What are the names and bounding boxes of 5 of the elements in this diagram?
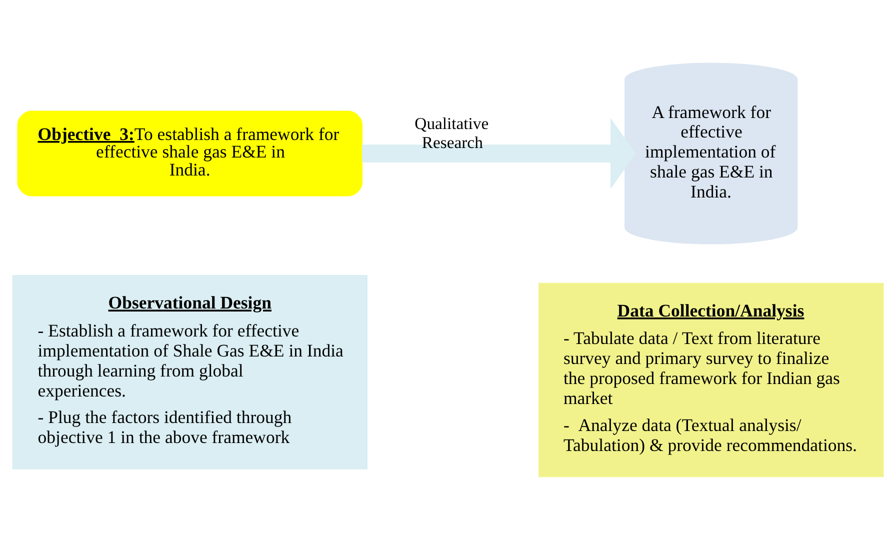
edge-label: Qualitative Research	[414, 114, 489, 152]
node-box: Observational Design - Establish a framework for effective implementation of Shale Gas E&E in India through learning from global experiences. - Plug the factors identified through objective 1 in the above framework	[12, 274, 368, 469]
node-box: Data Collection/Analysis - Tabulate data / Text from literature survey and primary survey to finalize the proposed framework for Indian gas market - Analyze data (Textual analysis/ Tabulation) & provide recommendations.	[538, 282, 884, 477]
arrow	[362, 118, 636, 188]
node-box: Objective 3:To establish a framework for effective shale gas E&E in India.	[17, 110, 363, 196]
